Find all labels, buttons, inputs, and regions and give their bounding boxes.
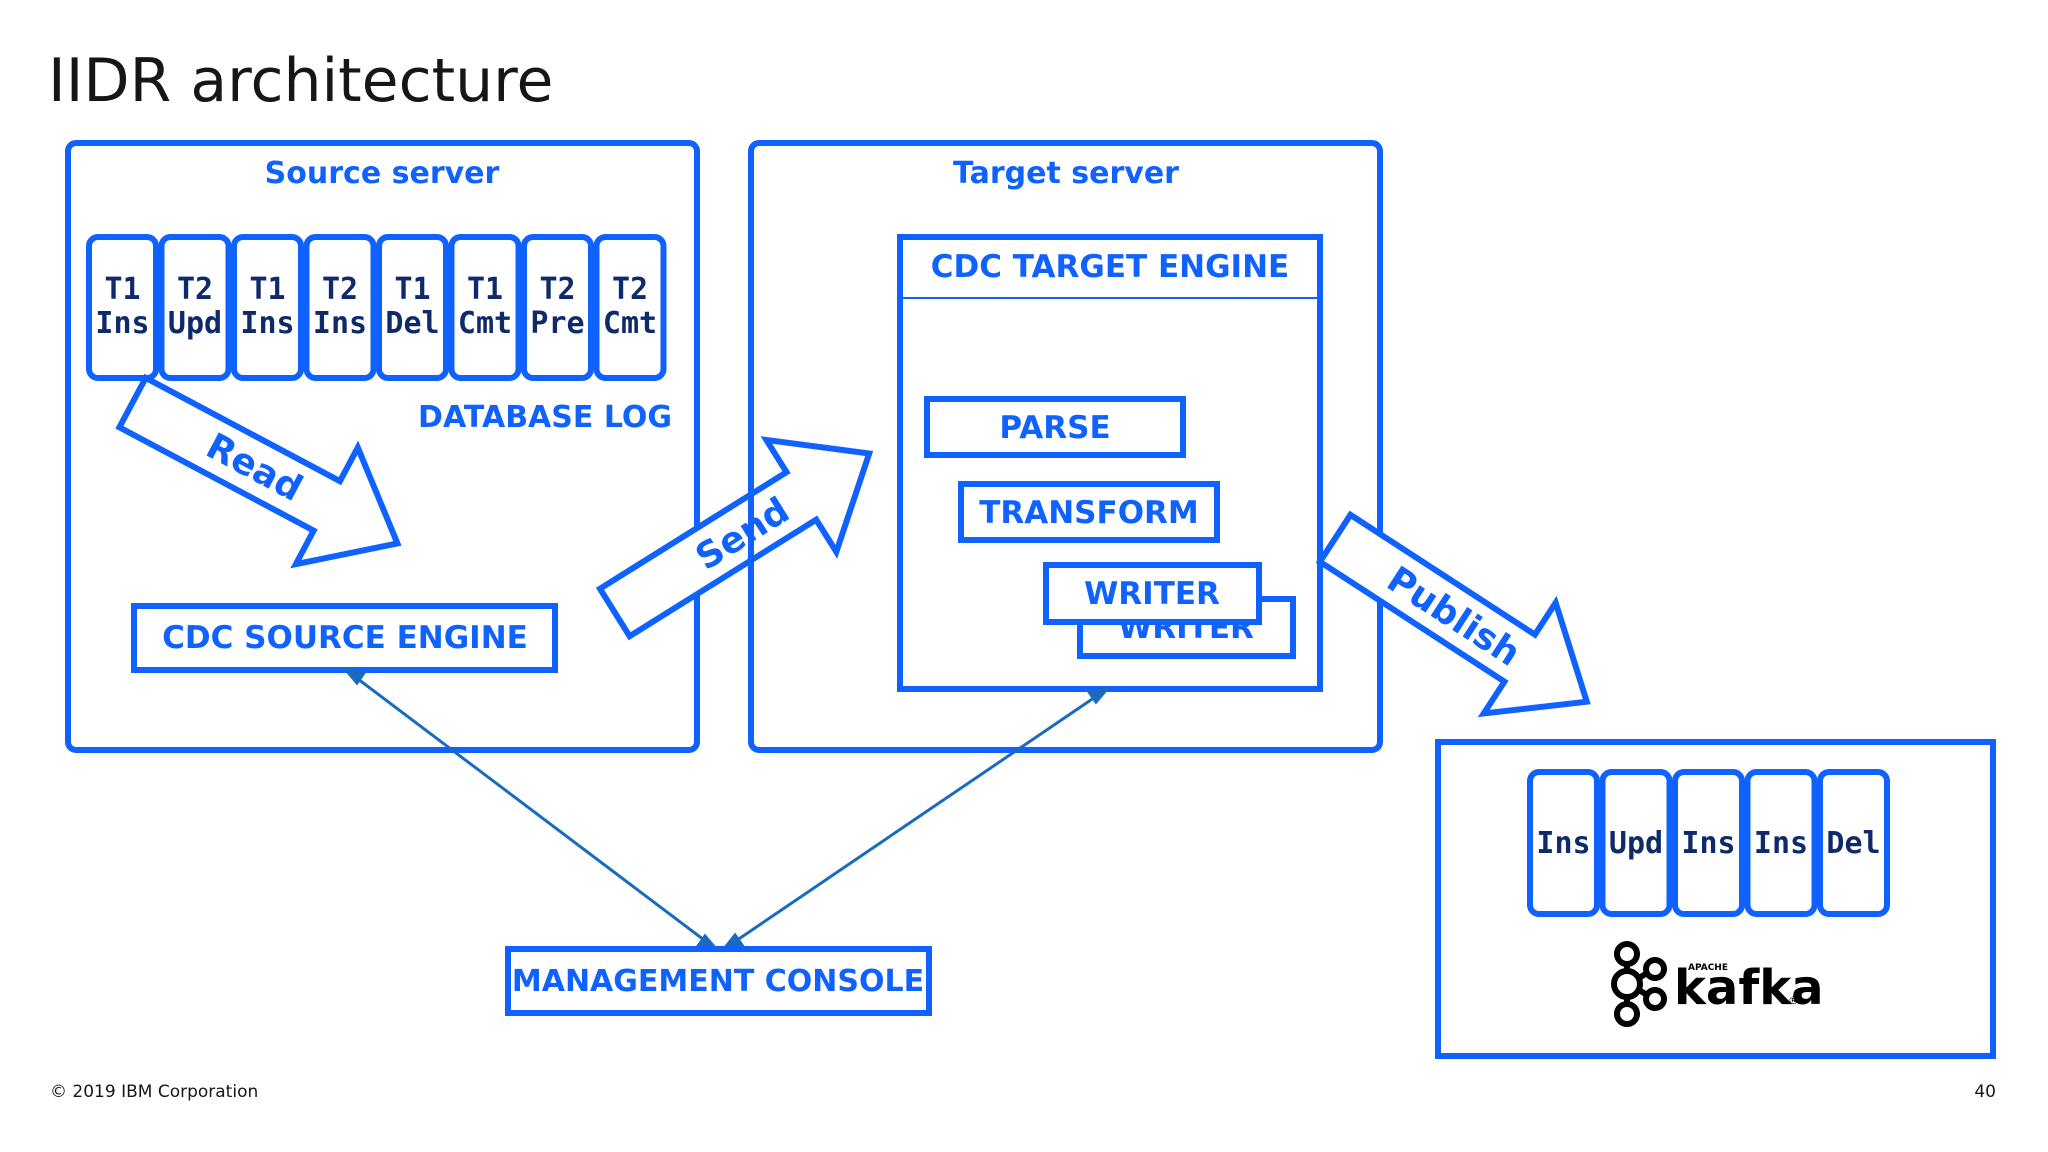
management-console-connectors <box>342 667 1111 952</box>
target-server-box: Target server <box>748 140 1383 753</box>
log-entry-operation: Del <box>385 306 439 341</box>
log-entry-transaction: T1 <box>104 272 140 307</box>
database-log-label: DATABASE LOG <box>418 400 672 435</box>
arrowhead-source-engine <box>342 667 367 686</box>
kafka-box <box>1435 739 1996 1059</box>
transform-box: TRANSFORM <box>958 481 1220 543</box>
writer-box: WRITER <box>1043 562 1262 625</box>
log-entry-transaction: T2 <box>539 272 575 307</box>
log-entry-transaction: T2 <box>177 272 213 307</box>
topic-entry-operation: Ins <box>1536 826 1590 861</box>
log-entry-operation: Ins <box>313 306 367 341</box>
topic-entry-operation: Del <box>1826 826 1880 861</box>
target-server-label: Target server <box>953 156 1179 191</box>
kafka-logo: APACHE kafka ® <box>1611 941 1824 1027</box>
read-arrow: Read <box>115 373 402 569</box>
footer-copyright: © 2019 IBM Corporation <box>50 1082 258 1102</box>
send-arrow: Send <box>595 436 874 641</box>
topic-entry-operation: Ins <box>1681 826 1735 861</box>
transform-label: TRANSFORM <box>979 495 1199 531</box>
topic-entry: Ins <box>1672 769 1745 917</box>
topic-entry: Upd <box>1599 769 1673 917</box>
source-server-label: Source server <box>265 156 500 191</box>
log-entry-operation: Ins <box>240 306 294 341</box>
cdc-source-engine-box: CDC SOURCE ENGINE <box>131 603 558 673</box>
cdc-target-engine-label: CDC TARGET ENGINE <box>931 249 1289 285</box>
slide-title: IIDR architecture <box>48 46 553 116</box>
kafka-logo-text: kafka <box>1674 960 1824 1016</box>
log-entry-operation: Upd <box>168 306 222 341</box>
log-entry-operation: Pre <box>530 306 584 341</box>
parse-label: PARSE <box>999 410 1110 446</box>
log-entry-transaction: T2 <box>612 272 648 307</box>
kafka-logo-icon <box>1611 941 1667 1027</box>
log-entry-transaction: T1 <box>249 272 285 307</box>
kafka-logo-small-text: APACHE <box>1688 963 1728 973</box>
log-entry-transaction: T2 <box>322 272 358 307</box>
kafka-topic: Ins Upd Ins Ins Del <box>1527 769 1890 917</box>
management-console-box: MANAGEMENT CONSOLE <box>505 946 932 1016</box>
topic-entry: Ins <box>1744 769 1818 917</box>
cdc-source-engine-label: CDC SOURCE ENGINE <box>162 620 528 656</box>
log-entry-transaction: T1 <box>467 272 503 307</box>
page-number: 40 <box>1974 1082 1996 1102</box>
log-entry-transaction: T1 <box>394 272 430 307</box>
source-server-box: Source server <box>65 140 700 753</box>
log-entry-operation: Cmt <box>603 306 657 341</box>
kafka-registered-mark: ® <box>1788 994 1799 1007</box>
log-entry-operation: Cmt <box>458 306 512 341</box>
log-entry-operation: Ins <box>95 306 149 341</box>
arrowhead-target-engine <box>1086 686 1111 705</box>
topic-entry: Del <box>1817 769 1890 917</box>
parse-box: PARSE <box>924 396 1186 458</box>
writer-label: WRITER <box>1084 576 1220 612</box>
topic-entry-operation: Ins <box>1754 826 1808 861</box>
publish-arrow: Publish <box>1315 510 1591 718</box>
topic-entry-operation: Upd <box>1609 826 1663 861</box>
management-console-label: MANAGEMENT CONSOLE <box>512 964 924 999</box>
topic-entry: Ins <box>1527 769 1600 917</box>
